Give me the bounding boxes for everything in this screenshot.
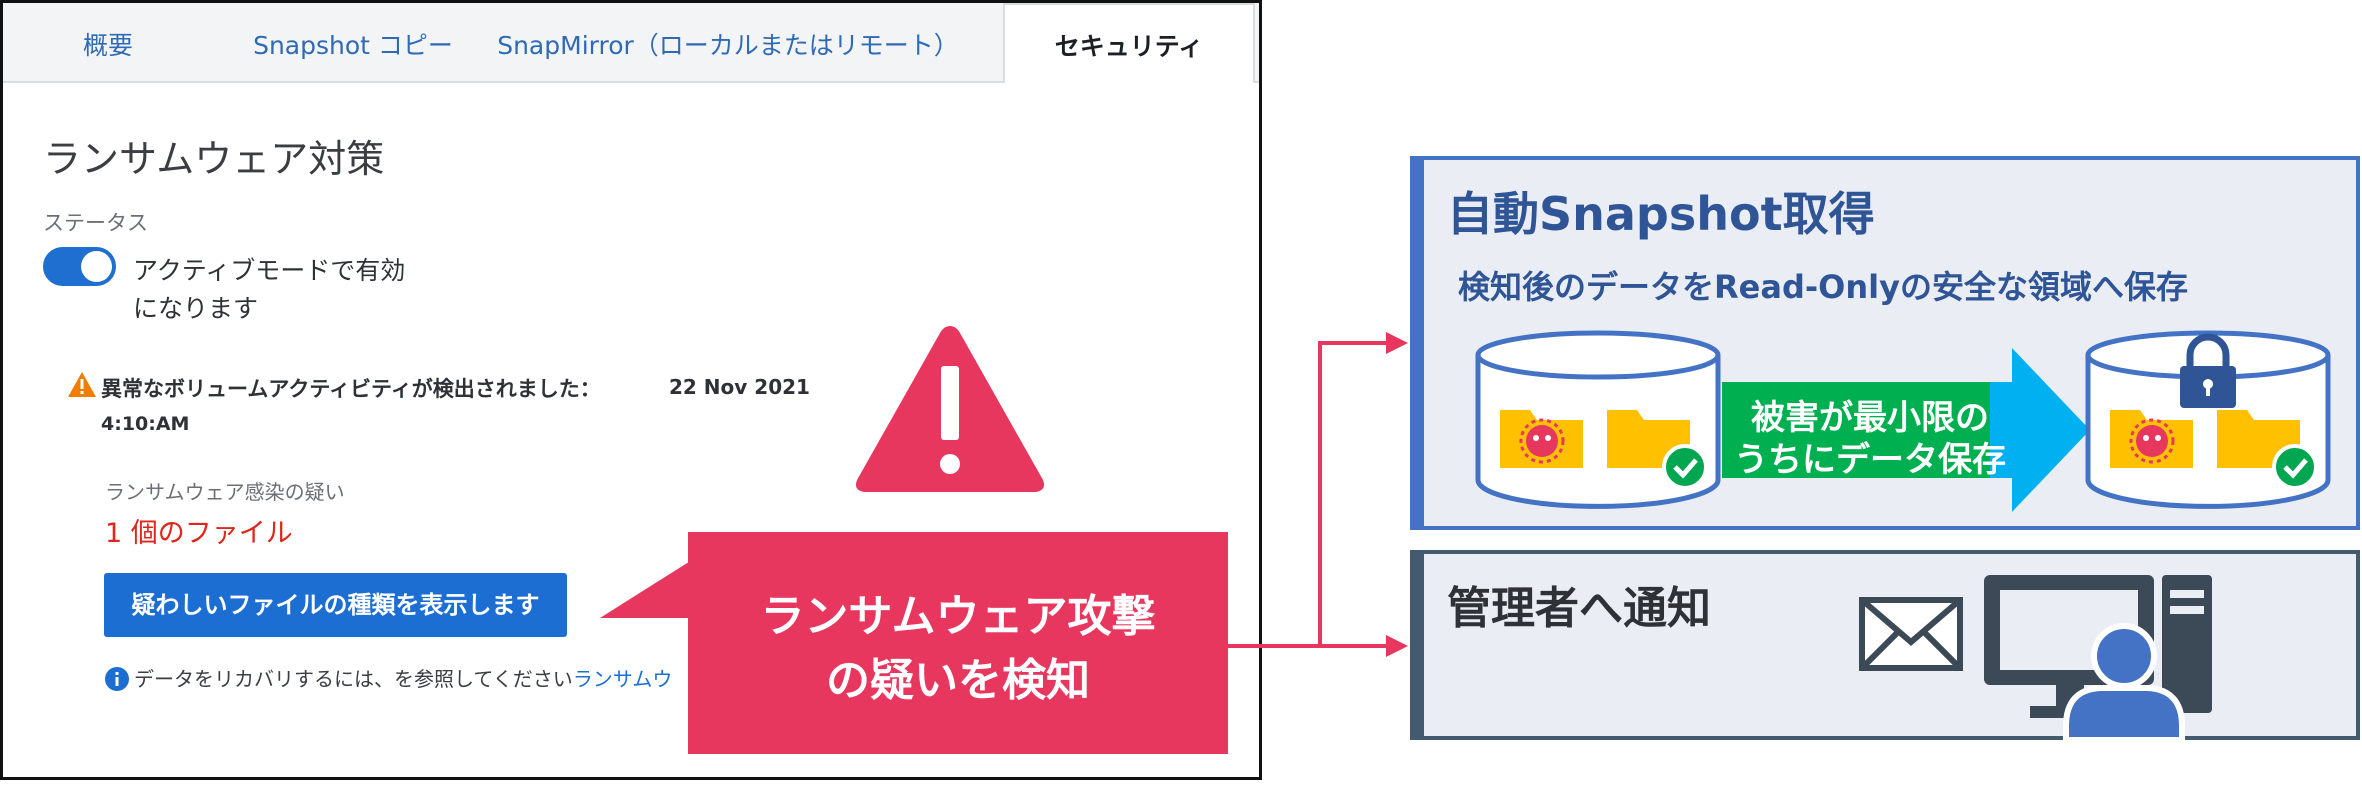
toggle-knob xyxy=(81,251,112,282)
check-icon xyxy=(2272,444,2318,490)
database-icon xyxy=(1475,330,1721,509)
info-icon xyxy=(104,666,130,696)
toggle-label: アクティブモードで有効 xyxy=(133,256,406,285)
alert-time: 4:10:AM xyxy=(101,413,190,435)
detection-callout: ランサムウェア攻撃 の疑いを検知 xyxy=(688,532,1228,754)
toggle-label-continued: になります xyxy=(133,294,259,323)
admin-notify-title: 管理者へ通知 xyxy=(1447,583,1711,634)
alert-triangle-icon xyxy=(850,318,1050,504)
auto-snapshot-title: 自動Snapshot取得 xyxy=(1447,187,1875,241)
mail-icon xyxy=(1859,597,1963,671)
recovery-info: データをリカバリするには、を参照してくださいランサムウ xyxy=(134,663,672,692)
check-icon xyxy=(1662,444,1708,490)
tab-snapshot-copy[interactable]: Snapshot コピー xyxy=(253,31,453,60)
active-mode-toggle[interactable] xyxy=(43,247,116,286)
save-arrow-text-1: 被害が最小限の xyxy=(1751,398,1989,438)
callout-pointer xyxy=(600,560,700,634)
suspect-file-count[interactable]: 1 個のファイル xyxy=(105,518,293,549)
lock-icon xyxy=(2180,333,2236,408)
ransomware-doc-link[interactable]: ランサムウ xyxy=(572,667,673,691)
tab-bar: 概要 Snapshot コピー SnapMirror（ローカルまたはリモート） … xyxy=(3,3,1259,83)
callout-line-1: ランサムウェア攻撃 xyxy=(760,591,1156,642)
user-icon xyxy=(2063,623,2185,743)
status-label: ステータス xyxy=(43,211,148,235)
save-arrow-text-2: うちにデータ保存 xyxy=(1734,440,2006,480)
callout-line-2: の疑いを検知 xyxy=(826,655,1090,706)
alert-date: 22 Nov 2021 xyxy=(669,375,810,399)
virus-icon xyxy=(1519,418,1565,464)
virus-icon xyxy=(2129,418,2175,464)
warning-icon xyxy=(67,371,97,402)
tab-snapmirror[interactable]: SnapMirror（ローカルまたはリモート） xyxy=(497,31,959,60)
tab-security[interactable]: セキュリティ xyxy=(1003,3,1255,83)
recovery-info-text: データをリカバリするには、を参照してください xyxy=(134,667,573,691)
database-icon xyxy=(2085,330,2331,509)
suspect-infection-label: ランサムウェア感染の疑い xyxy=(105,480,345,504)
security-settings-panel: 概要 Snapshot コピー SnapMirror（ローカルまたはリモート） … xyxy=(0,0,1262,780)
show-suspicious-file-types-button[interactable]: 疑わしいファイルの種類を表示します xyxy=(104,573,567,637)
anomaly-alert-text: 異常なボリュームアクティビティが検出されました： xyxy=(101,377,601,401)
auto-snapshot-subtitle: 検知後のデータをRead-Onlyの安全な領域へ保存 xyxy=(1458,268,2188,306)
tab-overview[interactable]: 概要 xyxy=(82,31,133,60)
section-title: ランサムウェア対策 xyxy=(43,137,385,181)
save-arrow xyxy=(1722,348,2090,512)
